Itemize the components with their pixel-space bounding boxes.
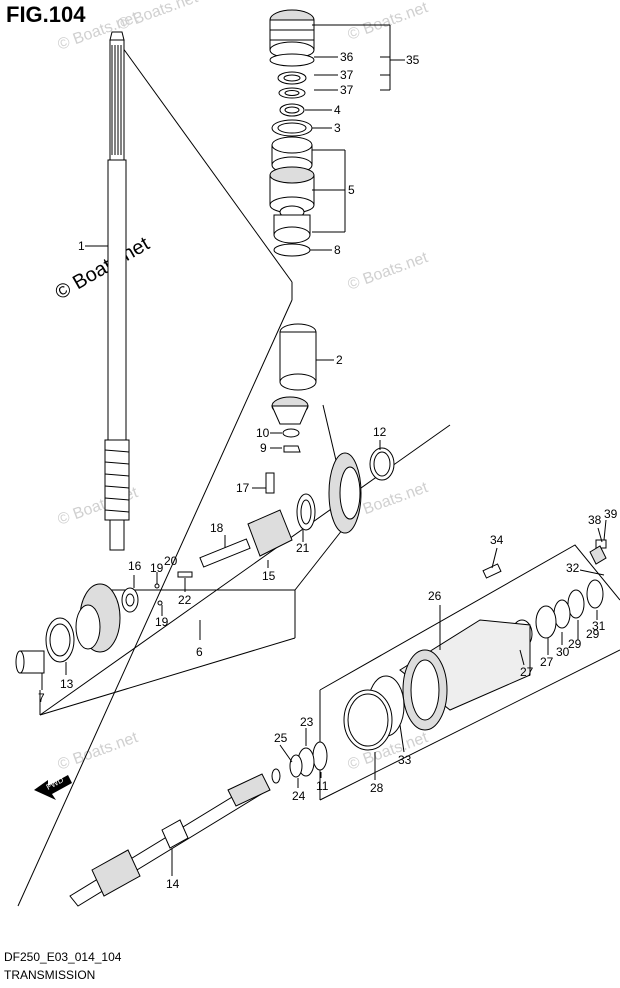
callout: 39: [604, 507, 618, 521]
callout: 23: [300, 715, 314, 729]
callout: 15: [262, 569, 276, 583]
callout: 21: [296, 541, 310, 555]
callout: 1: [78, 239, 85, 253]
callout: 22: [178, 593, 192, 607]
callout: 29: [568, 637, 582, 651]
callout: 10: [256, 426, 270, 440]
callout: 20: [164, 554, 178, 568]
callout: 37: [340, 68, 354, 82]
callout: 13: [60, 677, 74, 691]
callout: 16: [128, 559, 142, 573]
callout: 27: [540, 655, 554, 669]
callout: 28: [370, 781, 384, 795]
callout: 4: [334, 103, 341, 117]
watermark: © Boats.net: [346, 0, 431, 44]
figure-code: DF250_E03_014_104: [4, 950, 122, 964]
callout: 32: [566, 561, 580, 575]
callout: 2: [336, 353, 343, 367]
callout: 7: [38, 691, 45, 705]
forward-gear-group: [15, 583, 163, 674]
upper-bearing-stack: [269, 9, 315, 257]
callout: 25: [274, 731, 288, 745]
propeller-shaft-group: [69, 741, 328, 907]
callout: 18: [210, 521, 224, 535]
fwd-arrow-icon: FWD: [34, 775, 72, 800]
watermark-prominent: © Boats.net: [52, 233, 154, 305]
callout: 12: [373, 425, 387, 439]
callout: 37: [340, 83, 354, 97]
callout: 38: [588, 513, 602, 527]
callout: 33: [398, 753, 412, 767]
figure-caption: TRANSMISSION: [4, 968, 96, 982]
callout: 19: [150, 561, 164, 575]
watermark: © Boats.net: [56, 729, 141, 774]
callout: 5: [348, 183, 355, 197]
callout: 24: [292, 789, 306, 803]
callout-labels: 1 2 3 4 5 6 7 8 9 10 11 12 13 14 15 16 1…: [38, 50, 618, 891]
group-outlines: [17, 43, 620, 907]
callout: 36: [340, 50, 354, 64]
callout: 19: [155, 615, 169, 629]
figure-title: FIG.104: [6, 2, 86, 27]
callout: 35: [406, 53, 420, 67]
watermark: © Boats.net: [346, 249, 431, 294]
callout: 27: [520, 665, 534, 679]
gear-clutch-assembly: [177, 447, 395, 578]
watermark: © Boats.net: [116, 0, 201, 34]
callout: 6: [196, 645, 203, 659]
callout: 29: [586, 627, 600, 641]
pinion-assembly: [271, 323, 317, 453]
leader-lines: [85, 24, 405, 251]
callout: 34: [490, 533, 504, 547]
callout: 17: [236, 481, 250, 495]
callout: 3: [334, 121, 341, 135]
drive-shaft: [104, 31, 130, 551]
callout: 11: [316, 779, 329, 793]
callout: 8: [334, 243, 341, 257]
callout: 26: [428, 589, 442, 603]
callout: 9: [260, 441, 267, 455]
callout: 30: [556, 645, 570, 659]
callout: 31: [592, 619, 606, 633]
bearing-housing-assembly: [343, 539, 607, 751]
callout: 14: [166, 877, 180, 891]
